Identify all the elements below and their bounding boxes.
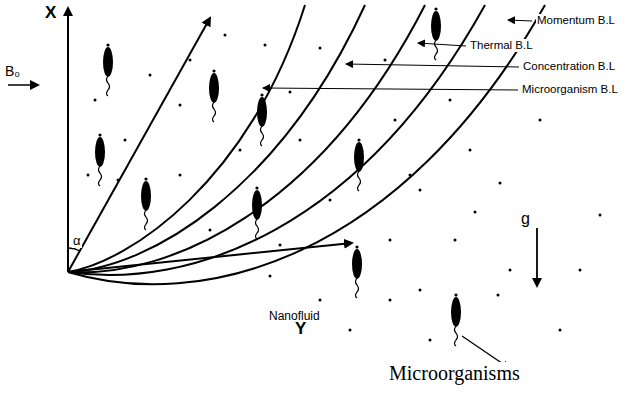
axis-label: X <box>44 4 57 23</box>
nanoparticles <box>87 34 602 342</box>
angle-label: α <box>72 234 82 248</box>
leader-arrows <box>8 20 537 368</box>
layer-label: Concentration B.L <box>522 60 616 73</box>
layer-label: Thermal B.L <box>469 39 534 52</box>
axes <box>68 8 352 272</box>
layer-label: Momentum B.L <box>536 14 616 27</box>
axis-label: Y <box>294 320 307 339</box>
microorganisms <box>95 7 461 346</box>
boundary-layer-curves <box>68 5 545 284</box>
legend-caption: Microorganisms <box>388 362 521 384</box>
field-label: B₀ <box>4 64 21 79</box>
gravity-label: g <box>520 210 531 228</box>
layer-label: Microorganism B.L <box>521 83 619 96</box>
